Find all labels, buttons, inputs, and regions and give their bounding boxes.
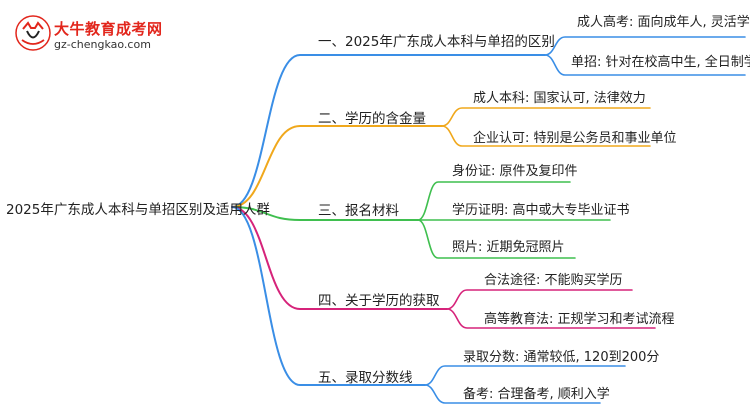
- branch-4-connector: [231, 206, 448, 310]
- branch-4-leaf-2: 高等教育法: 正规学习和考试流程: [484, 312, 675, 327]
- branch-title-2: 二、学历的含金量: [318, 111, 426, 127]
- branch-5-leaf-2-connector: [424, 384, 601, 404]
- branch-title-4: 四、关于学历的获取: [318, 293, 440, 309]
- logo-name: 大牛教育成考网: [54, 20, 163, 38]
- branch-title-3: 三、报名材料: [318, 203, 399, 219]
- branch-2-leaf-2-connector: [441, 125, 651, 147]
- branch-3-connector: [231, 206, 419, 221]
- branch-title-1: 一、2025年广东成人本科与单招的区别: [318, 34, 555, 50]
- branch-4-leaf-2-connector: [446, 308, 656, 329]
- branch-3-leaf-3: 照片: 近期免冠照片: [452, 240, 565, 255]
- branch-1-connector: [231, 54, 546, 208]
- site-logo: 大牛教育成考网 gz-chengkao.com: [14, 14, 164, 56]
- mindmap-root: 2025年广东成人本科与单招区别及适用人群: [6, 202, 270, 218]
- branch-3-leaf-1: 身份证: 原件及复印件: [452, 164, 578, 179]
- branch-1-leaf-2-connector: [544, 54, 746, 76]
- branch-5-leaf-2: 备考: 合理备考, 顺利入学: [463, 387, 610, 402]
- branch-5-leaf-1-connector: [424, 365, 626, 386]
- branch-2-connector: [231, 125, 443, 208]
- branch-3-leaf-3-connector: [417, 219, 576, 259]
- branch-2-leaf-2: 企业认可: 特别是公务员和事业单位: [473, 131, 677, 146]
- calf-logo-icon: [15, 15, 51, 51]
- branch-1-leaf-2: 单招: 针对在校高中生, 全日制学习: [571, 55, 750, 70]
- branch-5-connector: [231, 206, 426, 386]
- logo-url: gz-chengkao.com: [54, 38, 151, 51]
- branch-2-leaf-1: 成人本科: 国家认可, 法律效力: [473, 91, 646, 106]
- branch-4-leaf-1-connector: [446, 289, 633, 310]
- branch-3-leaf-2: 学历证明: 高中或大专毕业证书: [452, 203, 630, 218]
- branch-4-leaf-1: 合法途径: 不能购买学历: [484, 273, 623, 288]
- branch-title-5: 五、录取分数线: [318, 370, 413, 386]
- branch-5-leaf-1: 录取分数: 通常较低, 120到200分: [463, 350, 660, 365]
- branch-1-leaf-1-connector: [544, 36, 746, 56]
- branch-1-leaf-1: 成人高考: 面向成年人, 灵活学习: [577, 15, 750, 30]
- branch-3-leaf-1-connector: [417, 181, 571, 221]
- branch-2-leaf-1-connector: [441, 107, 651, 127]
